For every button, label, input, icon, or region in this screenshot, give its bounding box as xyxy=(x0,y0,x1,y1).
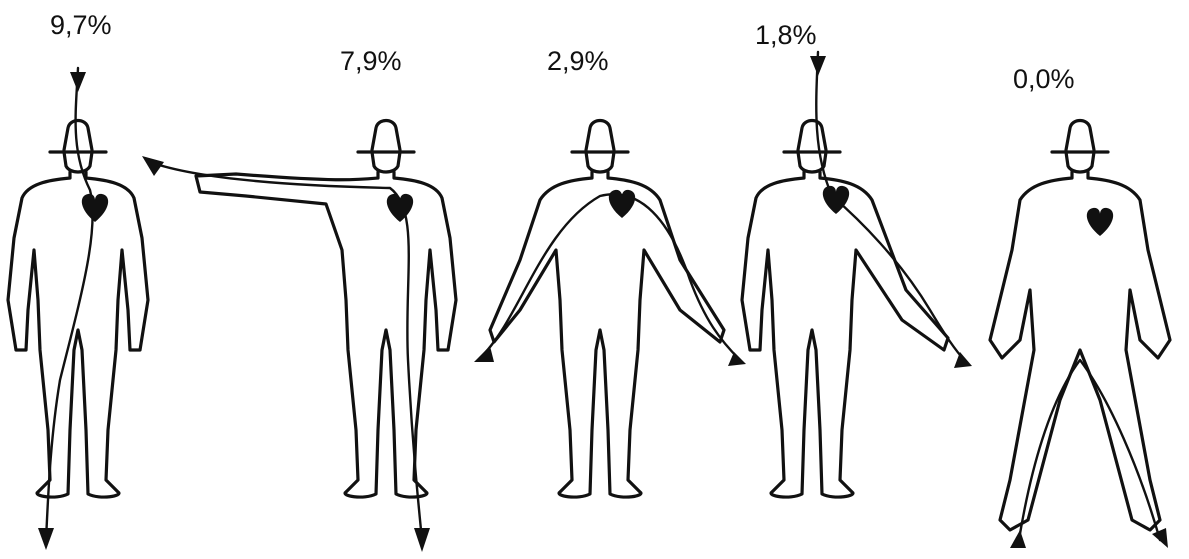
heart-icon xyxy=(1087,208,1113,236)
arrow-entry-hand-icon xyxy=(142,156,164,176)
heart-icon xyxy=(82,194,108,222)
worker-figure-2 xyxy=(196,121,456,498)
current-path-4 xyxy=(810,52,972,368)
heart-icon xyxy=(823,186,849,214)
arrow-entry-head-icon xyxy=(70,72,86,92)
arrow-exit-foot-icon xyxy=(1152,528,1168,548)
current-path-3 xyxy=(474,190,746,366)
arrow-entry-head-icon xyxy=(810,56,826,76)
arrow-entry-hand-icon xyxy=(474,346,494,362)
arrow-exit-foot-icon xyxy=(38,528,54,550)
arrow-exit-foot-icon xyxy=(414,528,430,552)
worker-figure-3 xyxy=(490,121,724,498)
current-path-1 xyxy=(38,68,108,550)
arrow-exit-hand-icon xyxy=(728,352,746,366)
arrow-exit-hand-icon xyxy=(954,352,972,368)
worker-figure-4 xyxy=(742,121,948,498)
arrow-entry-foot-icon xyxy=(1010,530,1026,548)
worker-figure-5 xyxy=(990,121,1170,531)
current-path-2 xyxy=(142,156,430,552)
